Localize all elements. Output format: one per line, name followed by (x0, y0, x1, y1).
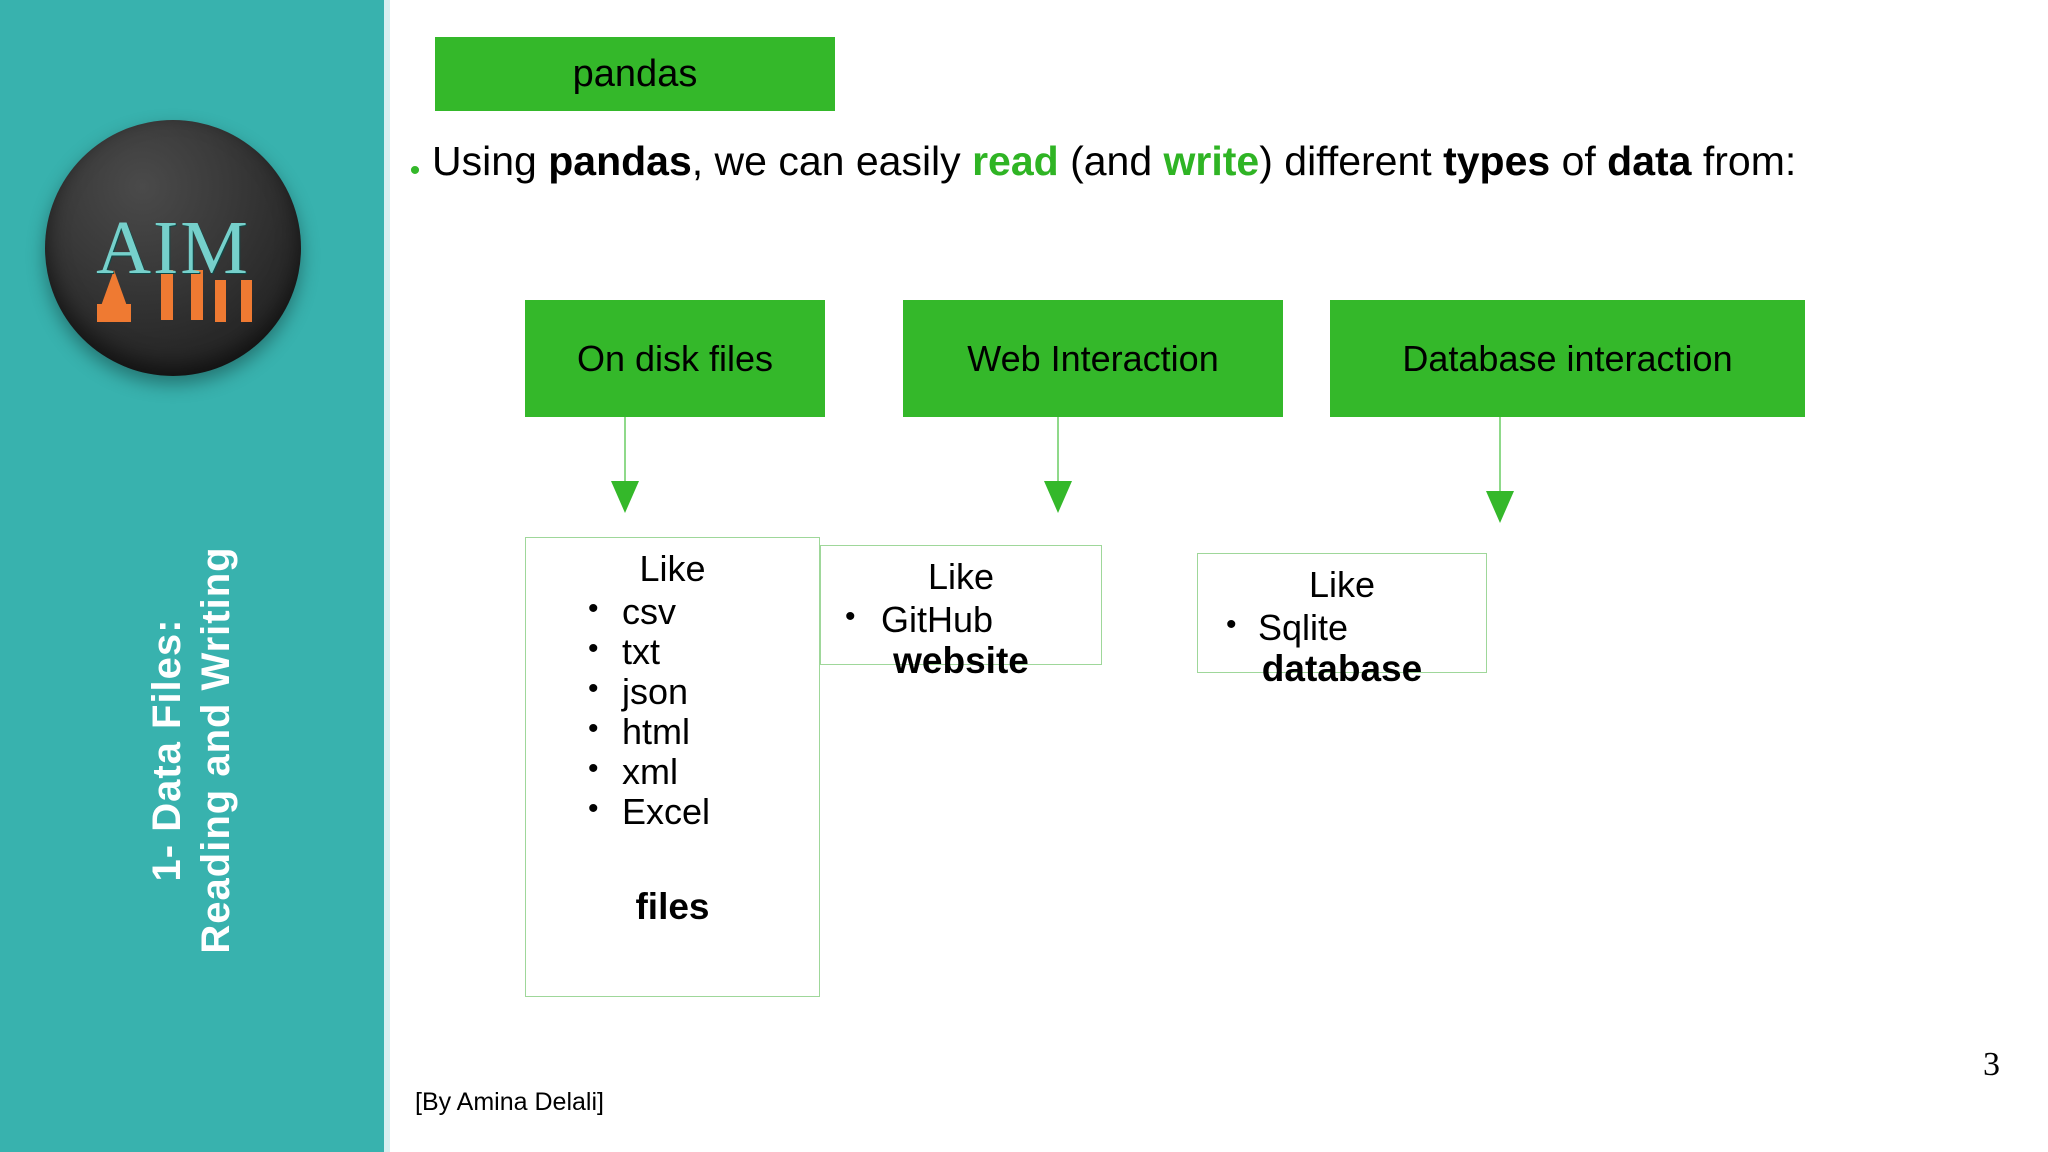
detail-box-website: Like GitHub website (820, 545, 1102, 681)
logo-accent-i-left (161, 270, 173, 320)
logo-accent-a-base (97, 304, 131, 322)
arrow-head-icon (1486, 491, 1514, 523)
detail-item-list: Sqlite (1198, 608, 1486, 648)
connector-arrow-down-icon (1420, 417, 1580, 527)
lead-text-segment: data (1607, 138, 1692, 184)
lead-text-segment: (and (1058, 138, 1164, 184)
detail-item-list: csvtxtjsonhtmlxmlExcel (526, 592, 819, 832)
lead-text-segment: write (1163, 138, 1260, 184)
detail-box-files: Like csvtxtjsonhtmlxmlExcel files (525, 537, 820, 997)
detail-item-list: GitHub (821, 600, 1101, 640)
detail-footer-label: database (1261, 648, 1423, 690)
lead-text-segment: types (1443, 138, 1551, 184)
topic-banner-label: pandas (572, 52, 698, 95)
category-label: Web Interaction (967, 337, 1219, 379)
lead-text-segment: of (1550, 138, 1608, 184)
author-credit: [By Amina Delali] (415, 1088, 604, 1116)
category-box-web-interaction[interactable]: Web Interaction (903, 300, 1283, 417)
connector-arrow-down-icon (978, 417, 1138, 515)
list-item: csv (526, 592, 819, 632)
sidebar-edge-strip (384, 0, 390, 1152)
arrow-head-icon (611, 481, 639, 513)
detail-like-label: Like (927, 556, 995, 597)
connector-arrow-down-icon (545, 417, 705, 515)
category-box-on-disk-files[interactable]: On disk files (525, 300, 825, 417)
logo-accent-i-right (191, 270, 203, 320)
list-item: GitHub (821, 600, 1101, 640)
connector-line (1499, 417, 1501, 495)
detail-like-label: Like (639, 548, 706, 589)
sidebar-title-line-2: Reading and Writing (194, 546, 238, 954)
sidebar-vertical-title: 1- Data Files: Reading and Writing (0, 430, 384, 1070)
connector-line (624, 417, 626, 485)
list-item: txt (526, 632, 819, 672)
sidebar-title-line-1: 1- Data Files: (145, 618, 190, 882)
detail-like-label: Like (1308, 564, 1376, 605)
lead-text-segment: , we can easily (691, 138, 973, 184)
logo-accent-m-left (215, 280, 226, 322)
detail-box-database: Like Sqlite database (1197, 553, 1487, 689)
topic-banner: pandas (435, 37, 835, 111)
lead-bullet: • Using pandas, we can easily read (and … (398, 140, 2008, 202)
category-box-database-interaction[interactable]: Database interaction (1330, 300, 1805, 417)
logo-inner: AIM (45, 120, 301, 376)
list-item: json (526, 672, 819, 712)
lead-text-segment: read (972, 138, 1059, 184)
lead-text-segment: ) different (1259, 138, 1444, 184)
lead-bullet-text: Using pandas, we can easily read (and wr… (432, 140, 2008, 183)
aim-logo: AIM (45, 120, 301, 376)
connector-line (1057, 417, 1059, 485)
arrow-head-icon (1044, 481, 1072, 513)
detail-footer-label: website (893, 640, 1029, 682)
list-item: Excel (526, 792, 819, 832)
category-label: On disk files (576, 337, 774, 379)
list-item: Sqlite (1198, 608, 1486, 648)
logo-text: AIM (96, 206, 250, 290)
detail-footer-label: files (635, 886, 710, 928)
lead-text-segment: pandas (548, 138, 692, 184)
category-label: Database interaction (1402, 337, 1733, 379)
lead-bullet-marker: • (409, 154, 421, 187)
sidebar-vertical-title-rotated: 1- Data Files: Reading and Writing (143, 430, 241, 1070)
page-number: 3 (1983, 1046, 2000, 1083)
lead-text-segment: Using (432, 138, 549, 184)
list-item: xml (526, 752, 819, 792)
list-item: html (526, 712, 819, 752)
main-content: pandas • Using pandas, we can easily rea… (390, 0, 2048, 1152)
logo-accent-m-right (241, 280, 252, 322)
lead-text-segment: from: (1691, 138, 1797, 184)
sidebar: AIM 1- Data Files: Reading and Writing (0, 0, 384, 1152)
